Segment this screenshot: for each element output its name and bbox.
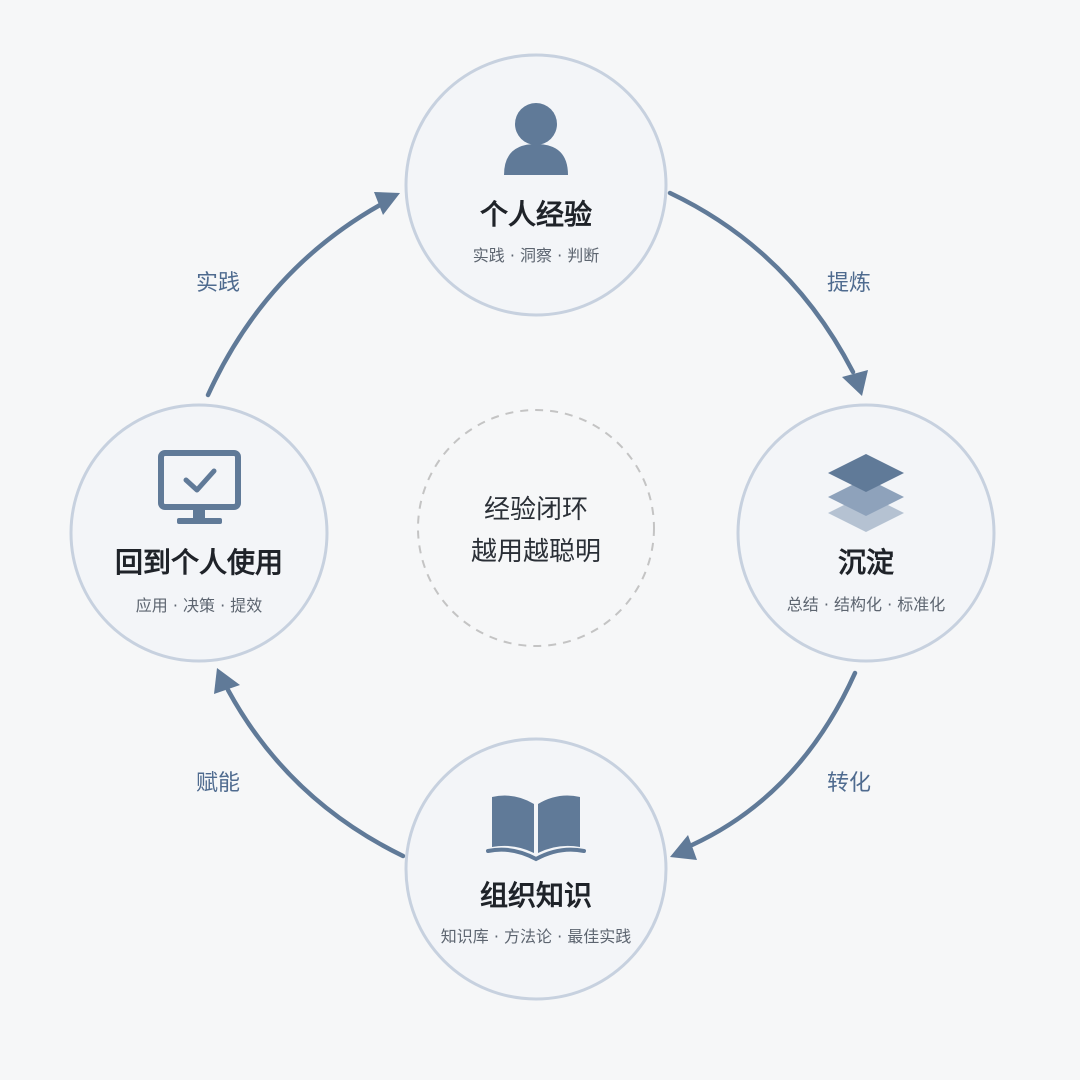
arrowhead-bottom-to-left <box>214 668 240 694</box>
node-subtitle-bottom: 知识库 · 方法论 · 最佳实践 <box>441 927 632 946</box>
node-title-bottom: 组织知识 <box>480 879 592 912</box>
center-title-line2: 越用越聪明 <box>471 537 601 567</box>
node-subtitle-right: 总结 · 结构化 · 标准化 <box>787 595 946 614</box>
node-return-to-personal: 回到个人使用 应用 · 决策 · 提效 <box>69 403 329 663</box>
node-circle-right <box>736 403 996 663</box>
node-circle-bottom <box>404 737 668 1001</box>
arc-right-to-bottom <box>689 670 858 848</box>
arc-left-to-top <box>205 202 383 398</box>
arc-bottom-to-left <box>225 687 406 859</box>
edge-label-refine: 提炼 <box>827 271 871 296</box>
node-organizational-knowledge: 组织知识 知识库 · 方法论 · 最佳实践 <box>404 737 668 1001</box>
node-subtitle-top: 实践 · 洞察 · 判断 <box>473 246 600 265</box>
edge-label-transform: 转化 <box>827 771 871 796</box>
arcs-group <box>205 190 868 860</box>
node-sediment: 沉淀 总结 · 结构化 · 标准化 <box>736 403 996 663</box>
node-title-right: 沉淀 <box>838 546 895 579</box>
edge-label-empower: 赋能 <box>196 771 240 796</box>
edge-labels: 提炼 转化 赋能 实践 <box>196 271 871 796</box>
node-subtitle-left: 应用 · 决策 · 提效 <box>136 596 263 615</box>
arc-top-to-right <box>667 190 856 375</box>
layers-icon <box>828 454 904 532</box>
center-group: 经验闭环 越用越聪明 <box>417 409 655 647</box>
arrowhead-right-to-bottom <box>670 835 697 860</box>
book-icon <box>486 795 586 862</box>
center-title-line1: 经验闭环 <box>484 495 588 525</box>
monitor-check-icon <box>158 450 241 524</box>
arrowhead-top-to-right <box>842 370 868 396</box>
node-personal-experience: 个人经验 实践 · 洞察 · 判断 <box>404 53 668 317</box>
node-circle-top <box>404 53 668 317</box>
node-circle-left <box>69 403 329 663</box>
arrowhead-left-to-top <box>374 192 400 215</box>
edge-label-practice: 实践 <box>196 271 240 296</box>
center-dashed-circle <box>417 409 655 647</box>
person-icon <box>504 103 568 175</box>
node-title-left: 回到个人使用 <box>115 546 283 579</box>
node-title-top: 个人经验 <box>480 198 592 231</box>
